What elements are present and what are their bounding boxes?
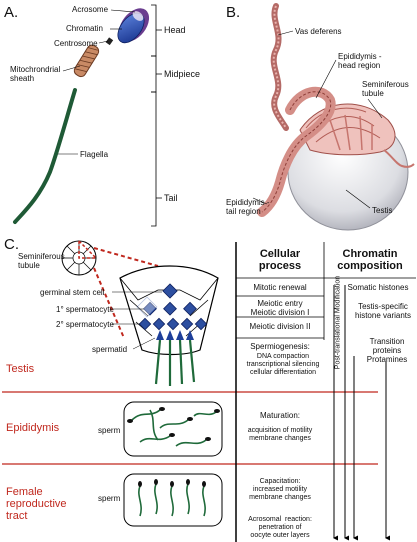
tubule-wedge <box>112 265 219 386</box>
region-epididymis-label: Epididymis <box>6 422 60 434</box>
midpiece-label: Midpiece <box>164 69 201 79</box>
cellular-process-header: Cellular process <box>258 248 302 272</box>
seminiferous-cross-section <box>61 239 159 339</box>
post-translational-modification-label: Post-translational Modification <box>334 275 342 370</box>
testis-anatomy <box>252 3 415 231</box>
sperm-label-female: sperm <box>98 494 121 503</box>
somatic-histones-cell: Somatic histones <box>347 283 409 292</box>
primary-spermatocyte-label: 1° spermatocyte <box>56 305 114 314</box>
maturation-title: Maturation: <box>259 411 301 420</box>
panel-a-label: A. <box>4 4 19 21</box>
region-female-tract-label: Female reproductive tract <box>6 486 67 522</box>
germinal-stem-cell-label: germinal stem cell <box>40 288 105 297</box>
spermatid-label: spermatid <box>92 345 128 354</box>
spermiogenesis-title: Spermiogenesis: <box>250 342 310 351</box>
tail-label: Tail <box>164 193 178 203</box>
sperm-diagram <box>13 4 162 227</box>
centrosome-label: Centrosome <box>54 39 98 48</box>
sperm-label-epididymis: sperm <box>98 426 121 435</box>
female-tract-sperm-cluster <box>123 473 223 527</box>
meiotic-entry-cell: Meiotic entry Meiotic division I <box>250 299 310 317</box>
maturation-body: acquisition of motility membrane changes <box>247 427 313 442</box>
epididymis-head-label: Epididymis - head region <box>338 52 382 70</box>
capacitation-body: increased motility membrane changes <box>249 486 311 501</box>
region-testis-label: Testis <box>6 363 35 375</box>
vas-deferens-shape <box>270 3 289 131</box>
acrosomal-reaction-cell: Acrosomal reaction: penetration of oocyt… <box>248 516 312 539</box>
transition-proteins-cell: Transition proteins <box>369 337 405 355</box>
head-label: Head <box>164 25 186 35</box>
head-bracket <box>151 4 162 57</box>
epididymis-sperm-cluster <box>123 401 223 457</box>
testis-specific-histone-cell: Testis-specific histone variants <box>354 302 412 320</box>
panel-c-label: C. <box>4 236 19 253</box>
process-table <box>235 242 416 542</box>
acrosome-label: Acrosome <box>72 5 109 14</box>
secondary-spermatocyte-label: 2° spermatocyte <box>56 320 114 329</box>
tail-bracket <box>151 91 162 227</box>
midpiece-bracket <box>151 55 162 93</box>
chromatin-composition-header: Chromatin composition <box>337 248 403 272</box>
vas-deferens-label: Vas deferens <box>295 27 342 36</box>
seminiferous-tubule-label-b: Seminiferous tubule <box>362 80 409 98</box>
seminiferous-tubule-label-c: Seminiferous tubule <box>18 252 65 270</box>
mitotic-renewal-cell: Mitotic renewal <box>253 283 307 292</box>
flagella-shape <box>13 88 77 224</box>
centrosome-shape <box>105 37 114 46</box>
capacitation-title: Capacitation: <box>259 478 301 485</box>
epididymis-tail-label: Epididymis - tail region <box>226 198 270 216</box>
mitochondrial-sheath-label: Mitochrondrial sheath <box>10 65 61 83</box>
chromatin-label: Chromatin <box>66 24 103 33</box>
meiotic-division-ii-cell: Meiotic division II <box>249 322 311 331</box>
flagella-label: Flagella <box>80 150 109 159</box>
panel-b-label: B. <box>226 4 241 21</box>
mitochondrial-sheath-shape <box>73 44 100 78</box>
protamines-cell: Protamines <box>366 355 408 364</box>
testis-label-b: Testis <box>372 206 393 215</box>
spermiogenesis-body: DNA compaction transcriptional silencing… <box>246 353 320 376</box>
